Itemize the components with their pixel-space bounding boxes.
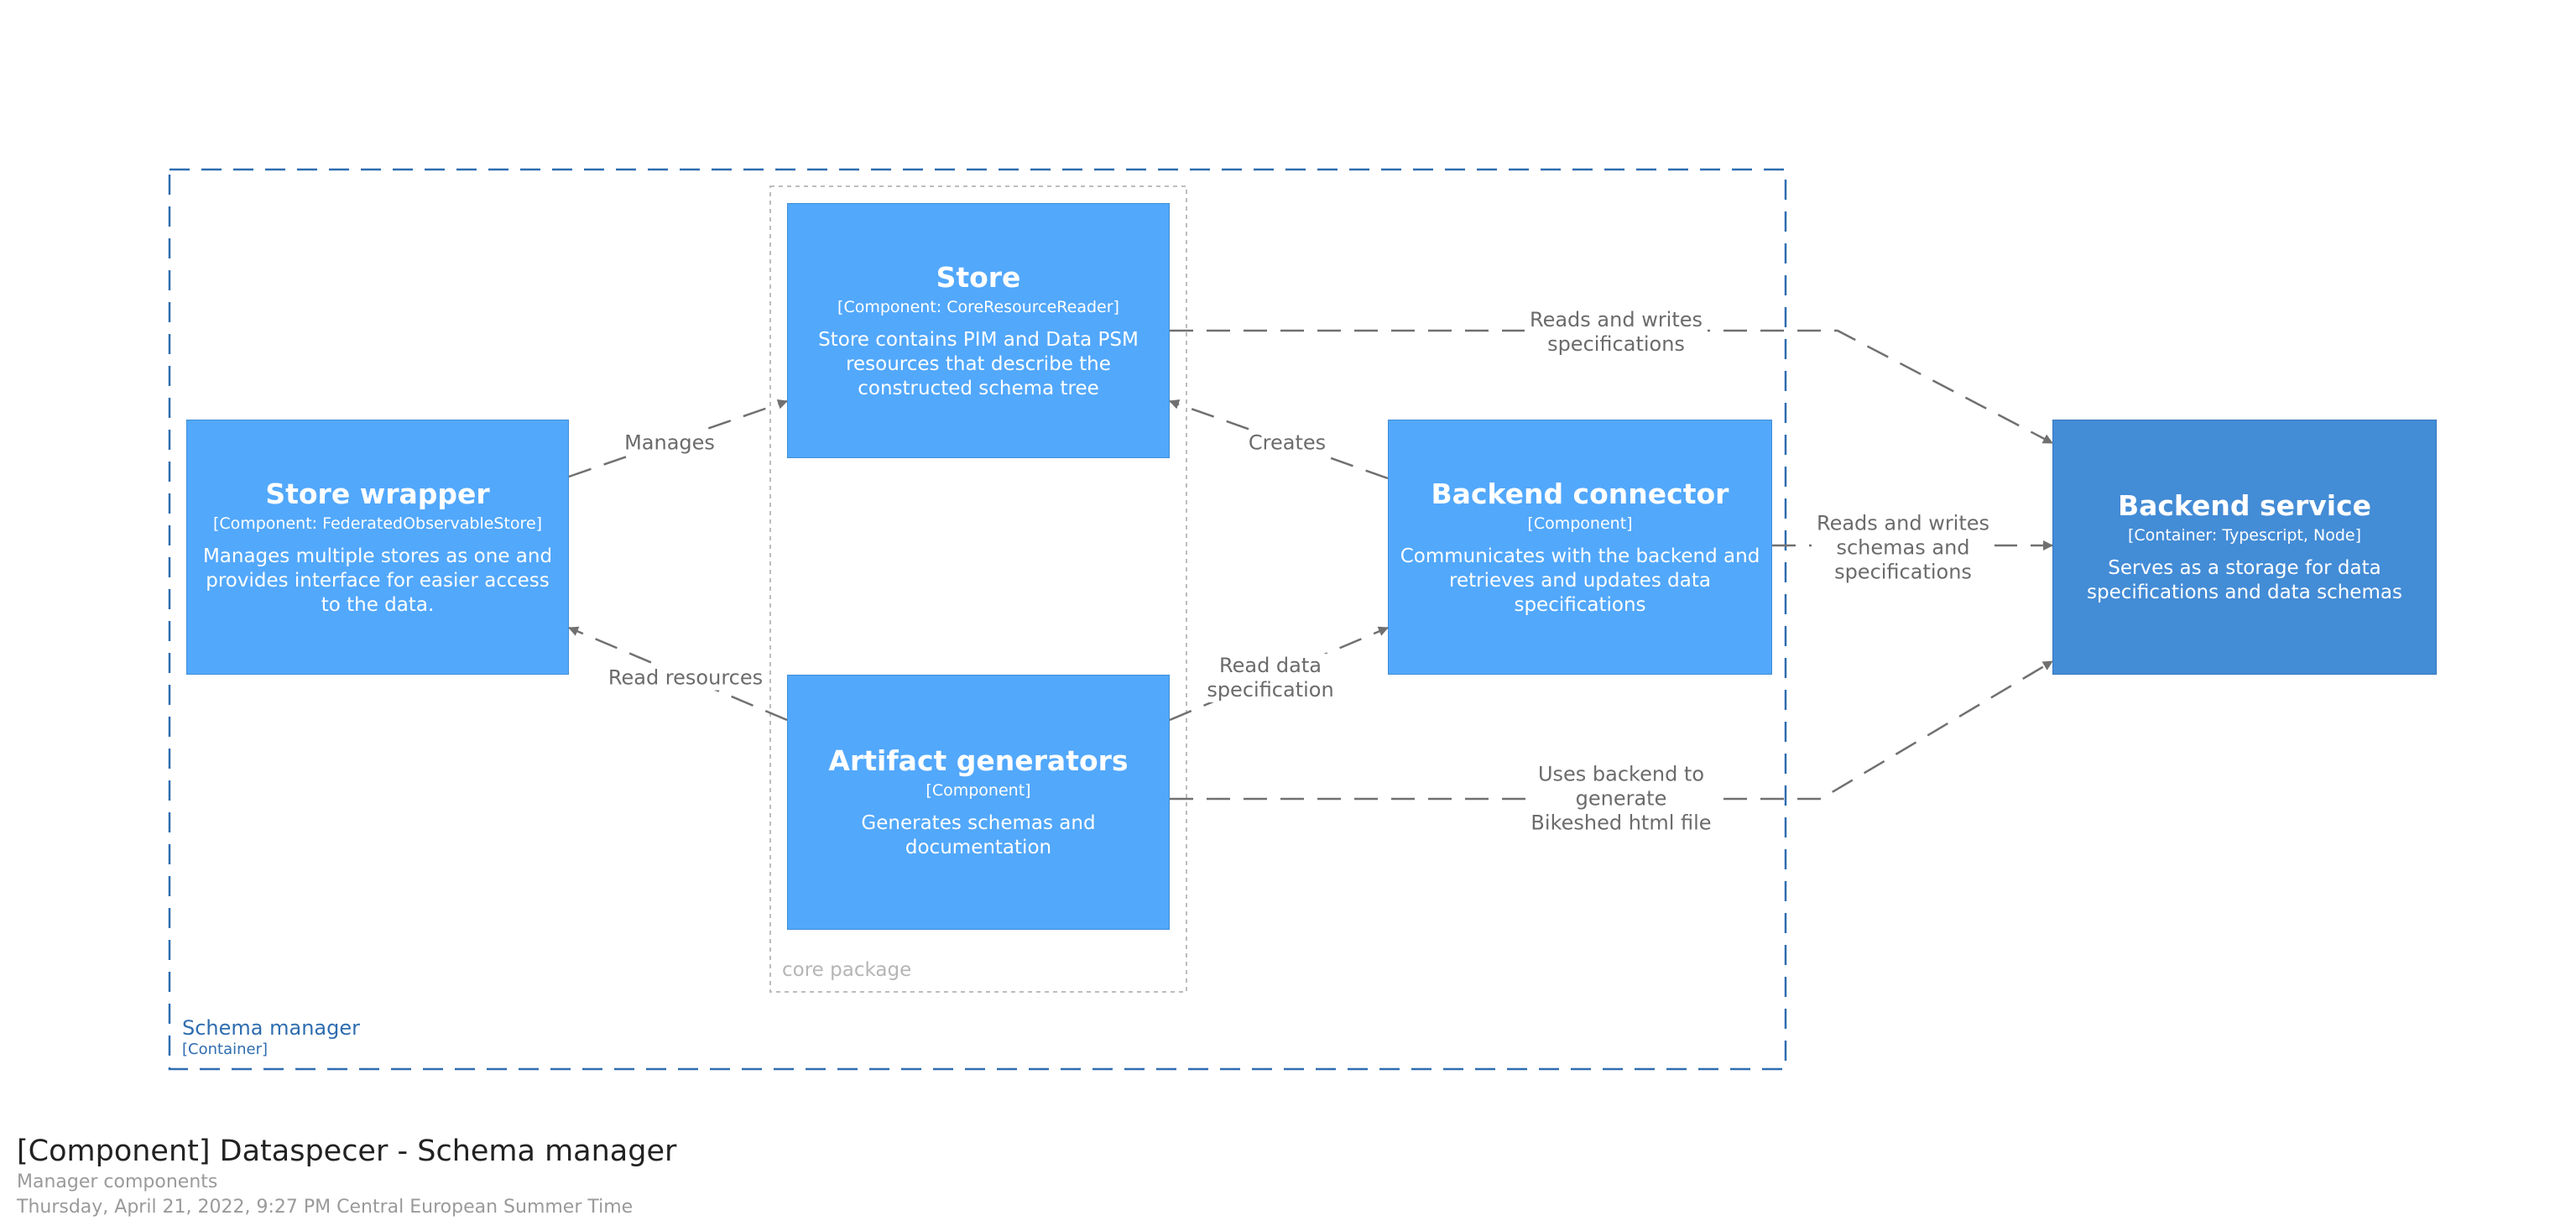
store-component[interactable]: Store [Component: CoreResourceReader] St… xyxy=(787,203,1170,458)
store-wrapper-component[interactable]: Store wrapper [Component: FederatedObser… xyxy=(186,420,569,675)
label-read-data-specification: Read data specification xyxy=(1202,654,1339,702)
label-read-resources: Read resources xyxy=(602,665,769,691)
diagram-subtitle: Manager components xyxy=(17,1171,218,1192)
backend-service-tech: [Container: Typescript, Node] xyxy=(2127,526,2362,545)
store-title: Store xyxy=(936,260,1021,294)
backend-connector-component[interactable]: Backend connector [Component] Communicat… xyxy=(1388,420,1772,675)
edge-generators-backend-service xyxy=(1170,660,2053,801)
store-desc: Store contains PIM and Data PSM resource… xyxy=(818,328,1139,399)
artifact-generators-title: Artifact generators xyxy=(828,744,1129,777)
artifact-generators-tech: [Component] xyxy=(926,781,1031,800)
label-reads-writes-specifications: Reads and writes specifications xyxy=(1524,308,1708,357)
store-tech: [Component: CoreResourceReader] xyxy=(837,297,1119,316)
store-wrapper-desc: Manages multiple stores as one and provi… xyxy=(202,545,553,616)
backend-connector-title: Backend connector xyxy=(1431,477,1729,510)
edge-store-backend-service xyxy=(1170,329,2053,445)
schema-manager-type: [Container] xyxy=(182,1041,269,1058)
backend-service-container[interactable]: Backend service [Container: Typescript, … xyxy=(2052,420,2437,675)
backend-service-desc: Serves as a storage for data specificati… xyxy=(2087,557,2402,603)
diagram-title: [Component] Dataspecer - Schema manager xyxy=(17,1135,677,1168)
schema-manager-name: Schema manager xyxy=(182,1016,360,1040)
label-reads-writes-schemas: Reads and writes schemas and specificati… xyxy=(1811,511,1995,585)
diagram-footer: [Component] Dataspecer - Schema manager … xyxy=(17,1133,676,1220)
backend-connector-desc: Communicates with the backend and retrie… xyxy=(1400,545,1760,616)
backend-connector-tech: [Component] xyxy=(1527,514,1633,533)
backend-service-title: Backend service xyxy=(2117,489,2372,522)
store-wrapper-tech: [Component: FederatedObservableStore] xyxy=(212,514,543,533)
label-uses-backend: Uses backend to generate Bikeshed html f… xyxy=(1525,762,1717,836)
diagram-timestamp: Thursday, April 21, 2022, 9:27 PM Centra… xyxy=(17,1197,634,1218)
core-package-boundary xyxy=(769,185,1187,993)
label-creates: Creates xyxy=(1243,430,1332,456)
schema-manager-label: Schema manager [Container] xyxy=(182,1015,360,1059)
schema-manager-boundary xyxy=(168,168,1787,1071)
store-wrapper-title: Store wrapper xyxy=(265,477,490,510)
label-manages: Manages xyxy=(619,430,720,456)
artifact-generators-desc: Generates schemas and documentation xyxy=(861,812,1096,858)
artifact-generators-component[interactable]: Artifact generators [Component] Generate… xyxy=(787,675,1170,930)
core-package-label: core package xyxy=(782,959,912,981)
